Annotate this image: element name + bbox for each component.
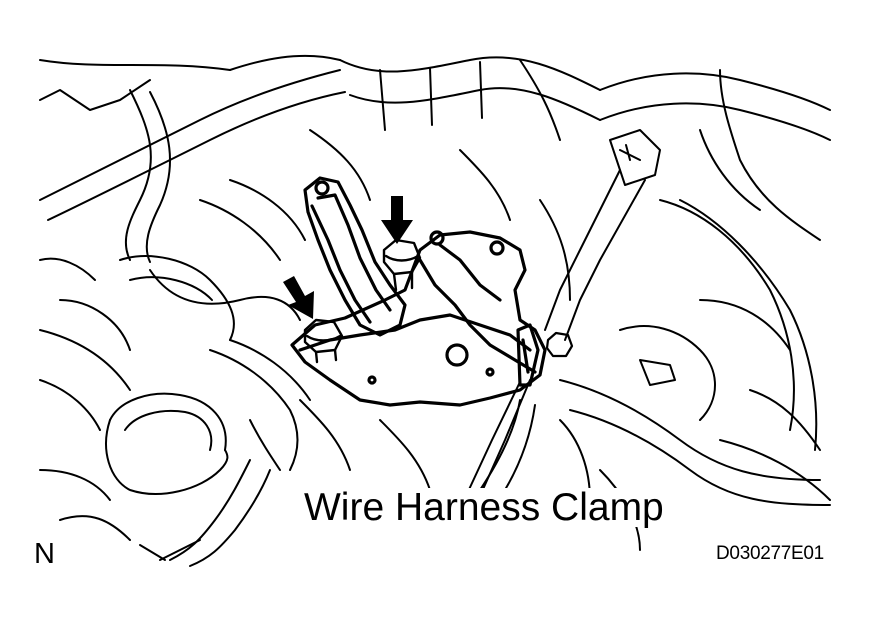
view-direction-label: N [34, 538, 55, 570]
callout-leader-line [465, 379, 531, 497]
callout-label: Wire Harness Clamp [300, 488, 668, 527]
reference-code: D030277E01 [716, 543, 824, 564]
wire-harness-clamp-bracket [290, 176, 547, 407]
down-arrow-icon [283, 276, 314, 319]
down-arrow-icon [381, 196, 413, 244]
bolt-icon [545, 331, 574, 358]
background-linework [39, 54, 831, 567]
bolt-icon [303, 318, 344, 364]
